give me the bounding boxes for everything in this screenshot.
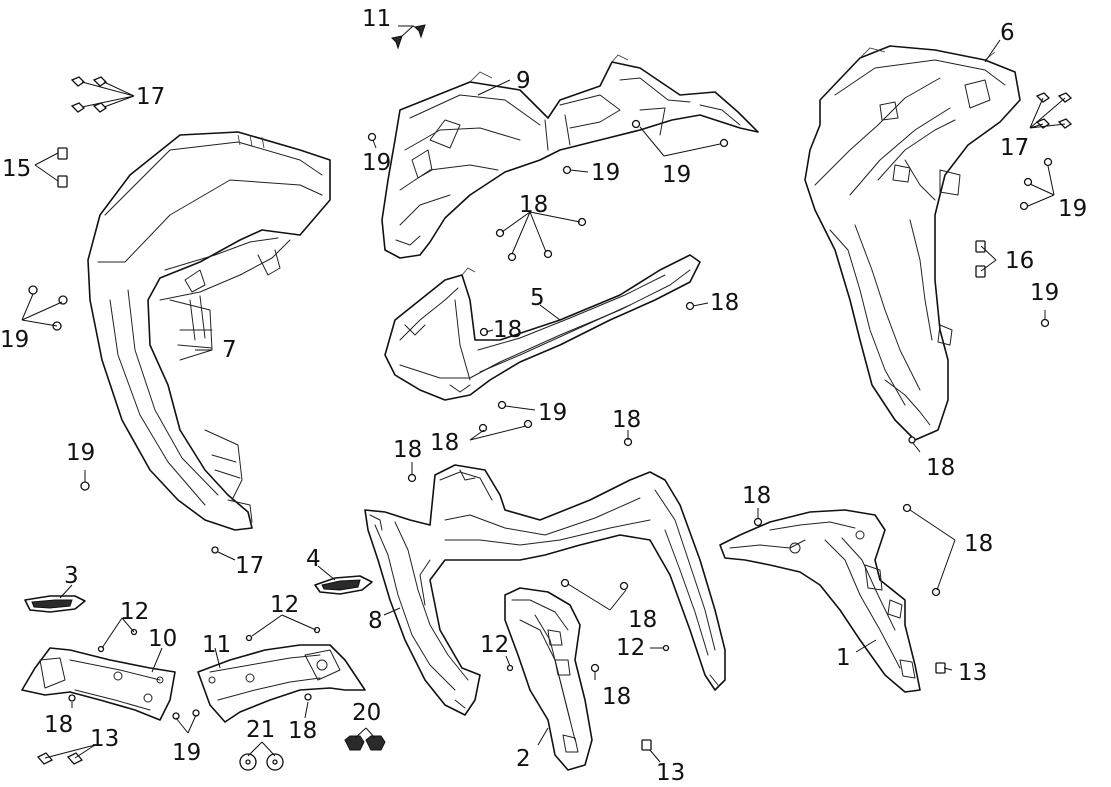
label-part-14-left: 15 — [2, 156, 31, 182]
label-part-5: 5 — [530, 285, 545, 311]
label-part-16: 11 — [362, 6, 391, 32]
label-part-13-bottom: 13 — [656, 760, 685, 786]
label-part-18-upper: 18 — [519, 192, 548, 218]
label-part-19-lower-left: 19 — [66, 440, 95, 466]
label-part-18-bracket2-bottom: 18 — [602, 684, 631, 710]
part-20-grommets — [344, 735, 386, 751]
label-part-1: 1 — [836, 645, 851, 671]
label-part-19-upper-left: 19 — [362, 150, 391, 176]
label-part-12-center: 12 — [480, 632, 509, 658]
label-part-20: 20 — [352, 700, 381, 726]
label-part-18-mid-right: 18 — [612, 407, 641, 433]
part-21-washers — [239, 753, 284, 771]
part-1-right-bracket — [719, 509, 921, 693]
label-part-8: 8 — [368, 608, 383, 634]
label-part-7: 7 — [222, 337, 237, 363]
label-part-19-mid: 19 — [538, 400, 567, 426]
part-10-left-lower-bracket — [21, 647, 176, 721]
part-9-upper-frame — [381, 54, 759, 259]
part-11-right-lower-bracket — [197, 644, 366, 723]
label-part-17-left: 17 — [235, 553, 264, 579]
label-part-18-bracket-top: 18 — [742, 483, 771, 509]
label-part-4: 4 — [306, 546, 321, 572]
label-part-18-bracket2-top: 18 — [628, 607, 657, 633]
hardware-rivets-16 — [390, 24, 426, 50]
label-part-18-cover-right: 18 — [710, 290, 739, 316]
hardware-clips-14 — [57, 147, 986, 278]
label-part-2: 2 — [516, 746, 531, 772]
label-part-6: 6 — [1000, 20, 1015, 46]
part-5-center-cover — [384, 254, 701, 401]
hardware-screws-18-19 — [28, 119, 1053, 720]
label-part-17-right: 18 — [926, 455, 955, 481]
label-part-18-cover-left: 18 — [493, 317, 522, 343]
label-part-12-right: 12 — [616, 635, 645, 661]
label-part-18-bottom-right: 18 — [288, 718, 317, 744]
label-part-18-bracket-right: 18 — [964, 531, 993, 557]
part-3-left-indicator — [24, 595, 86, 613]
label-part-18-mid-left: 18 — [393, 437, 422, 463]
part-8-lower-frame — [364, 464, 726, 716]
label-part-15-left: 17 — [136, 84, 165, 110]
label-part-21: 21 — [246, 717, 275, 743]
part-number-labels: 11 17 15 9 19 19 19 18 6 17 19 16 19 5 1… — [0, 6, 1087, 786]
label-part-13-right: 13 — [958, 660, 987, 686]
label-part-12-left: 12 — [120, 599, 149, 625]
label-part-11: 11 — [202, 632, 231, 658]
label-part-19-right-lower: 19 — [1030, 280, 1059, 306]
part-7-left-front-fairing — [87, 131, 331, 531]
hardware-speed-nuts-15 — [70, 76, 1073, 129]
part-2-center-bracket — [504, 587, 593, 771]
label-part-19-bottom: 19 — [172, 740, 201, 766]
leader-lines — [21, 25, 1066, 763]
part-6-right-front-fairing — [804, 45, 1021, 441]
label-part-18-mid-center: 18 — [430, 430, 459, 456]
label-part-10: 10 — [148, 626, 177, 652]
label-part-18-bottom-left: 18 — [44, 712, 73, 738]
part-4-right-indicator — [314, 575, 373, 595]
label-part-14-right: 16 — [1005, 248, 1034, 274]
label-part-3: 3 — [64, 563, 79, 589]
label-part-12-mid: 12 — [270, 592, 299, 618]
label-part-19-left: 19 — [0, 327, 29, 353]
label-part-15-right: 17 — [1000, 135, 1029, 161]
label-part-19-upper-right: 19 — [662, 162, 691, 188]
label-part-19-right: 19 — [1058, 196, 1087, 222]
label-part-9: 9 — [516, 68, 531, 94]
label-part-19-upper-mid: 19 — [591, 160, 620, 186]
label-part-13-left: 13 — [90, 726, 119, 752]
